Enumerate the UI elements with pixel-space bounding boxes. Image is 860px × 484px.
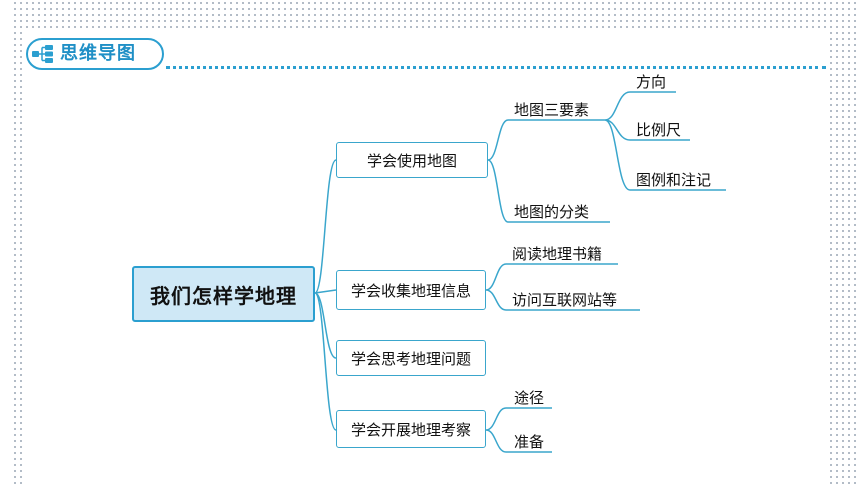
content-panel <box>22 30 828 484</box>
leaf-approach: 途径 <box>514 389 545 407</box>
header-dotted-rule <box>166 66 826 69</box>
root-node: 我们怎样学地理 <box>132 266 315 322</box>
section-title: 思维导图 <box>60 43 136 64</box>
leaf-direction: 方向 <box>636 73 667 91</box>
branch-collect-info: 学会收集地理信息 <box>336 270 486 310</box>
connector-branch2-children <box>485 263 640 311</box>
leaf-visit-websites: 访问互联网站等 <box>512 291 618 309</box>
left-border-strip <box>0 0 12 484</box>
connector-sanyaosu-leaves <box>604 91 726 191</box>
section-header-badge: 思维导图 <box>26 38 164 70</box>
branch-use-maps: 学会使用地图 <box>336 142 488 178</box>
mind-map-icon <box>32 45 53 63</box>
leaf-preparation: 准备 <box>514 433 545 451</box>
leaf-map-classification: 地图的分类 <box>514 203 590 221</box>
connector-branch4-children <box>485 407 552 453</box>
branch-think-problems: 学会思考地理问题 <box>336 340 486 376</box>
leaf-map-three-elements: 地图三要素 <box>514 101 590 119</box>
connector-branch1-children <box>487 119 610 223</box>
leaf-scale: 比例尺 <box>636 121 682 139</box>
leaf-read-books: 阅读地理书籍 <box>512 245 603 263</box>
leaf-legend-and-notes: 图例和注记 <box>636 171 712 189</box>
connector-root-to-branches <box>314 159 337 431</box>
branch-field-survey: 学会开展地理考察 <box>336 410 486 448</box>
